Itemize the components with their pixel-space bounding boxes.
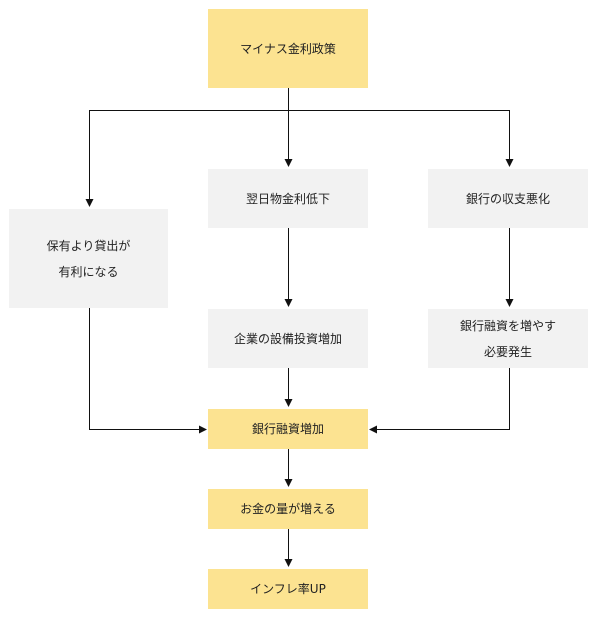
node-money-supply-increase-label: お金の量が増える xyxy=(240,502,336,516)
node-lending-favorable-label-1: 保有より貸出が xyxy=(46,238,131,253)
edge-push-to-lending xyxy=(369,368,510,434)
node-overnight-rate-down: 翌日物金利低下 xyxy=(208,169,368,228)
node-lending-favorable: 保有より貸出が 有利になる xyxy=(9,209,168,308)
node-bank-profit-worse: 銀行の収支悪化 xyxy=(428,169,588,228)
node-capex-increase: 企業の設備投資増加 xyxy=(208,309,368,368)
edge-favorable-to-lending xyxy=(89,308,207,434)
node-lending-favorable-label-2: 有利になる xyxy=(58,264,119,279)
node-negative-rate-policy-label: マイナス金利政策 xyxy=(240,41,336,56)
node-inflation-up: インフレ率UP xyxy=(208,569,368,609)
node-bank-profit-worse-label: 銀行の収支悪化 xyxy=(465,191,550,206)
node-bank-lending-increase: 銀行融資増加 xyxy=(208,409,368,449)
node-bank-push-lending-label-1: 銀行融資を増やす xyxy=(459,318,556,333)
node-bank-lending-increase-label: 銀行融資増加 xyxy=(251,422,324,436)
node-bank-push-lending-label-2: 必要発生 xyxy=(483,344,532,359)
node-inflation-up-label: インフレ率UP xyxy=(250,582,326,596)
node-capex-increase-label: 企業の設備投資増加 xyxy=(233,331,342,346)
node-money-supply-increase: お金の量が増える xyxy=(208,489,368,529)
node-overnight-rate-down-label: 翌日物金利低下 xyxy=(245,191,330,206)
node-negative-rate-policy: マイナス金利政策 xyxy=(208,9,368,88)
node-bank-push-lending: 銀行融資を増やす 必要発生 xyxy=(428,309,588,368)
